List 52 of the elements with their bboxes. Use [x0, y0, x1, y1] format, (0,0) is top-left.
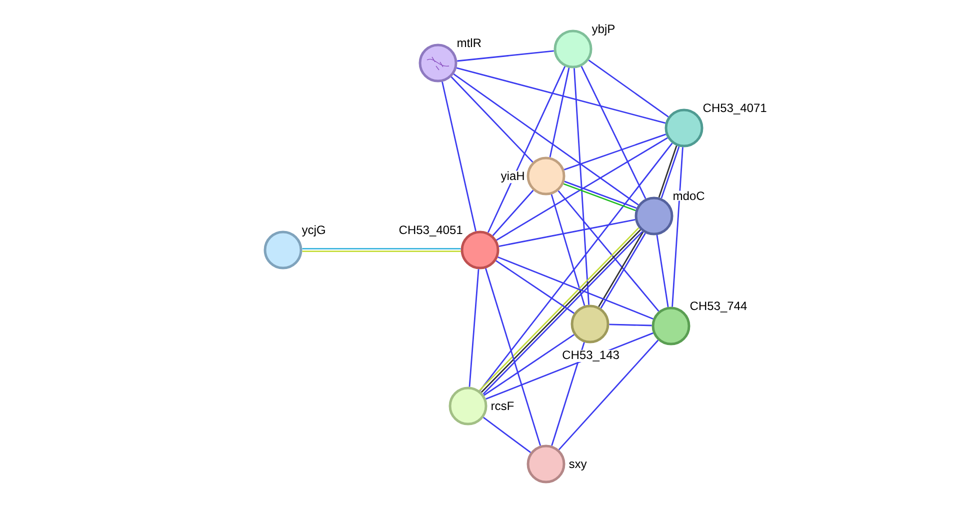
edge-line	[656, 234, 669, 308]
protein-node	[264, 230, 302, 270]
edge-line	[550, 194, 586, 306]
node-label: CH53_4071	[702, 103, 768, 115]
edge-line	[453, 74, 639, 206]
protein-node	[448, 386, 488, 426]
node-label: ybjP	[591, 24, 616, 36]
edge-line	[479, 142, 673, 392]
node-label: rcsF	[490, 401, 515, 411]
edge-line	[551, 342, 585, 446]
node-label: sxy	[568, 460, 588, 472]
edge-line	[457, 50, 554, 62]
node-label: CH53_143	[562, 350, 620, 362]
edge-line	[496, 137, 668, 241]
node-label: ycjG	[301, 224, 326, 238]
edge-line	[302, 248, 461, 250]
edge-line	[672, 147, 684, 307]
edge-line	[498, 256, 654, 320]
edge-line	[302, 250, 461, 252]
edge-line	[574, 68, 590, 305]
protein-node	[460, 230, 500, 270]
edge-line	[483, 416, 531, 454]
edge-line	[580, 66, 646, 199]
node-label: yiaH	[500, 170, 526, 184]
edge-line	[496, 260, 574, 314]
edge-line	[588, 60, 669, 118]
node-label: CH53_4051	[398, 225, 464, 237]
edge-line	[498, 219, 636, 247]
edge-line	[484, 334, 574, 396]
protein-node	[526, 156, 566, 196]
edge-line	[564, 134, 666, 170]
edge-line	[442, 82, 476, 232]
node-label: mtlR	[456, 38, 482, 48]
edge-line	[549, 68, 570, 158]
edge-line	[450, 76, 534, 163]
protein-node	[664, 108, 704, 148]
edge-line	[468, 269, 480, 387]
protein-node	[418, 44, 458, 82]
protein-node	[554, 30, 592, 68]
protein-node	[634, 196, 674, 236]
edge-line	[558, 190, 660, 312]
edge-line	[609, 324, 652, 326]
protein-node	[526, 444, 566, 484]
edge-line	[487, 66, 566, 233]
protein-node	[570, 304, 610, 344]
edge-line	[492, 190, 534, 236]
node-label: CH53_744	[689, 301, 748, 313]
edge-line	[456, 67, 666, 124]
protein-node	[652, 306, 690, 346]
node-label: mdoC	[672, 190, 706, 201]
edge-line	[558, 340, 659, 450]
edge-line	[485, 268, 541, 446]
